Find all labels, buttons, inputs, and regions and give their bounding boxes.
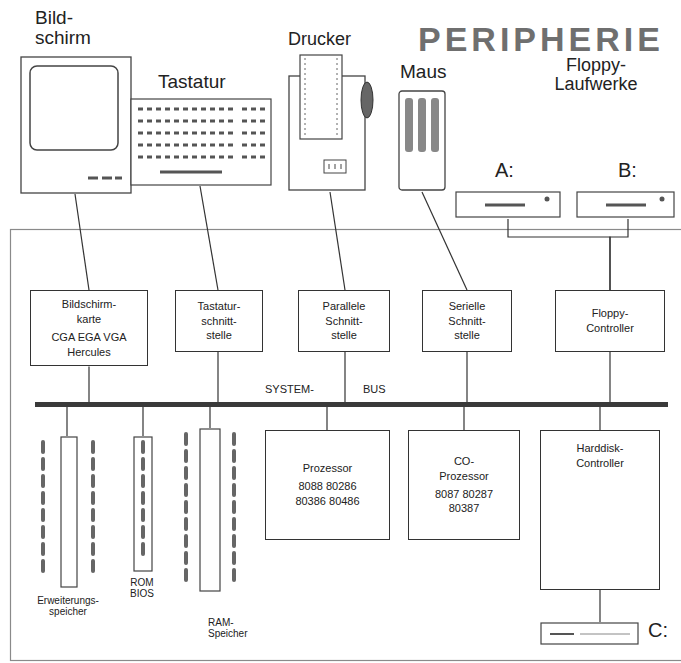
component-box: Tastatur- schnitt- stelle — [175, 290, 263, 352]
connector-line — [217, 352, 218, 402]
box-title: Serielle Schnitt- stelle — [440, 299, 494, 344]
connector-line — [508, 219, 610, 290]
mouse-icon — [398, 90, 448, 192]
box-detail: CGA EGA VGA Hercules — [47, 330, 131, 360]
printer-icon — [288, 54, 376, 192]
connector-line — [466, 352, 467, 402]
keyboard-icon — [130, 98, 272, 186]
box-title: Tastatur- schnitt- stelle — [192, 299, 246, 344]
part-label: ROM BIOS — [124, 578, 160, 599]
component-box: Harddisk- Controller — [540, 430, 660, 590]
connector-line — [344, 352, 345, 402]
peripheral-part: Maus — [396, 60, 452, 194]
peripheral-part: Erweiterungs- speicher — [22, 436, 114, 628]
connector-line — [609, 352, 610, 402]
part-label: SYSTEM- — [265, 384, 345, 396]
box-detail: 8088 80286 80386 80486 — [293, 479, 363, 509]
frame-outline — [11, 230, 681, 661]
box-title: Floppy- Controller — [578, 306, 642, 336]
memory-chip — [33, 436, 103, 588]
connector-line — [75, 194, 89, 290]
component-box: Parallele Schnitt- stelle — [298, 290, 390, 352]
connector-line — [610, 219, 628, 290]
part-label: BUS — [363, 384, 403, 396]
diagram-title: PERIPHERIE — [418, 20, 664, 59]
part-label: C: — [648, 620, 676, 641]
part-label: RAM- Speicher — [208, 618, 260, 639]
ram-chip — [178, 428, 242, 592]
peripheral-part: Tastatur — [128, 70, 274, 188]
peripheral-part: Drucker — [286, 28, 378, 194]
part-label: Tastatur — [158, 72, 268, 92]
part-label: A: — [495, 160, 535, 181]
peripheral-part: C: — [538, 618, 678, 652]
peripheral-part: RAM- Speicher — [176, 428, 260, 654]
connector-line — [200, 186, 218, 290]
connector-line — [209, 407, 210, 428]
part-label: Bild- schirm — [35, 8, 105, 48]
component-box: Serielle Schnitt- stelle — [422, 290, 512, 352]
box-title: CO- Prozessor — [435, 454, 493, 484]
group-label: Floppy- Laufwerke — [535, 56, 657, 94]
floppy-drive-icon — [576, 191, 676, 219]
connector-line — [88, 366, 89, 402]
harddisk-icon — [540, 622, 640, 646]
connector-line — [599, 407, 600, 430]
peripheral-part: A: — [453, 158, 567, 220]
connector-line — [599, 590, 600, 622]
system-bus: SYSTEM- BUS — [35, 380, 668, 410]
box-detail: 8087 80287 80387 — [432, 487, 496, 517]
component-box: Bildschirm- karteCGA EGA VGA Hercules — [30, 290, 148, 366]
connector-line — [326, 407, 327, 430]
part-label: Drucker — [288, 30, 374, 49]
connector-line — [142, 407, 143, 436]
box-title: Bildschirm- karte — [56, 297, 122, 327]
rom-chip — [132, 436, 154, 572]
part-label: Maus — [400, 62, 452, 82]
part-label: Erweiterungs- speicher — [22, 596, 114, 617]
peripheral-part: B: — [574, 158, 678, 220]
component-box: CO- Prozessor8087 80287 80387 — [408, 430, 520, 540]
connector-line — [463, 407, 464, 430]
part-label: B: — [618, 160, 658, 181]
peripheral-part: ROM BIOS — [122, 436, 164, 608]
bus-bar — [35, 402, 668, 407]
monitor-icon — [20, 56, 132, 194]
box-title: Prozessor — [293, 461, 363, 476]
peripheral-part: Bild- schirm — [18, 6, 133, 194]
connector-line — [66, 407, 67, 436]
connector-line — [330, 192, 345, 290]
box-title: Harddisk- Controller — [568, 441, 632, 471]
box-title: Parallele Schnitt- stelle — [317, 299, 371, 344]
component-box: Floppy- Controller — [555, 290, 665, 352]
floppy-drive-icon — [455, 191, 562, 219]
component-box: Prozessor 8088 80286 80386 80486 — [265, 430, 390, 540]
